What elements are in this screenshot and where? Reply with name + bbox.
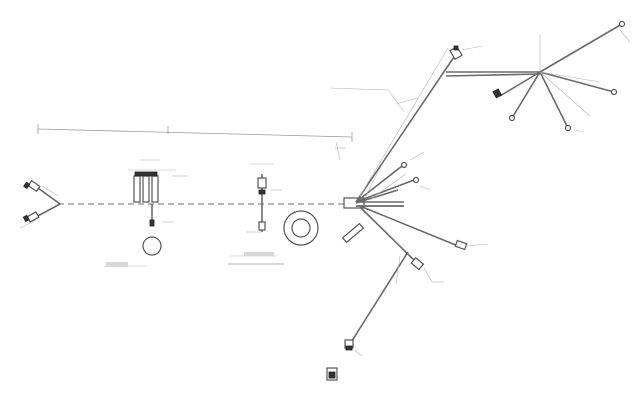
upper-branch (329, 45, 483, 203)
fuse-holder-group (128, 159, 188, 227)
connector-plug-icon (344, 339, 354, 351)
ring-terminal-icon (400, 161, 420, 184)
top-right-hub (445, 20, 631, 133)
grommet-icon (142, 236, 162, 256)
inline-splice-group (246, 163, 282, 233)
ring-terminal-icon (508, 20, 626, 132)
overall-dimension-line (37, 124, 353, 142)
fuse-holder-icon (133, 171, 159, 203)
connector-plug-icon (492, 88, 503, 99)
lower-branch (326, 251, 409, 381)
hub-fan-branches (355, 151, 431, 204)
connector-plug-icon (410, 239, 468, 271)
lower-dimension (228, 252, 284, 265)
grommet-callout (104, 262, 146, 267)
bracket-icon (341, 222, 365, 244)
right-lower-branch (356, 205, 489, 283)
connector-plug-icon (449, 45, 463, 61)
connector-plug-icon (23, 179, 41, 193)
left-split-branch (19, 179, 61, 229)
fuse-holder-icon (326, 367, 338, 381)
large-grommet-icon (283, 210, 319, 246)
connector-plug-icon (22, 211, 40, 223)
